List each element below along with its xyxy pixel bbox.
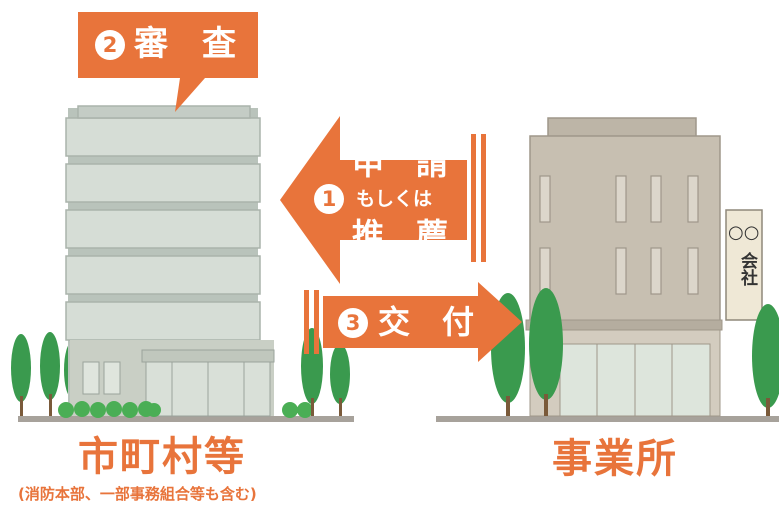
right-ground <box>436 416 779 422</box>
shrubs-left <box>58 401 313 418</box>
company-sign-line2: 会社 <box>737 252 757 286</box>
step-review-number: 2 <box>95 30 125 60</box>
tree-left-1 <box>11 334 31 402</box>
step-apply-line2: もしくは <box>356 188 433 210</box>
apply-arrow <box>280 116 467 284</box>
business-building <box>436 117 779 422</box>
tree-right-3 <box>752 304 779 408</box>
step-apply-line3: 推 薦 <box>352 216 449 254</box>
company-sign <box>725 209 763 321</box>
step-issue-label: 交 付 <box>378 303 475 341</box>
step-apply-line1: 申 請 <box>352 144 449 182</box>
municipality-note: (消防本部、一部事務組合等も含む) <box>18 485 257 503</box>
municipal-building <box>11 105 354 422</box>
municipality-title: 市町村等 <box>78 434 246 480</box>
step-review-label: 審 査 <box>134 24 236 64</box>
tree-left-5 <box>330 344 350 404</box>
left-ground <box>18 416 354 422</box>
issue-arrow <box>323 282 522 362</box>
company-sign-line1: ○○ <box>728 222 760 243</box>
step-issue-number: 3 <box>338 308 368 338</box>
step-apply-number: 1 <box>314 184 344 214</box>
business-title: 事業所 <box>552 436 678 482</box>
tree-left-2 <box>40 332 60 400</box>
tree-right-2 <box>529 288 563 400</box>
